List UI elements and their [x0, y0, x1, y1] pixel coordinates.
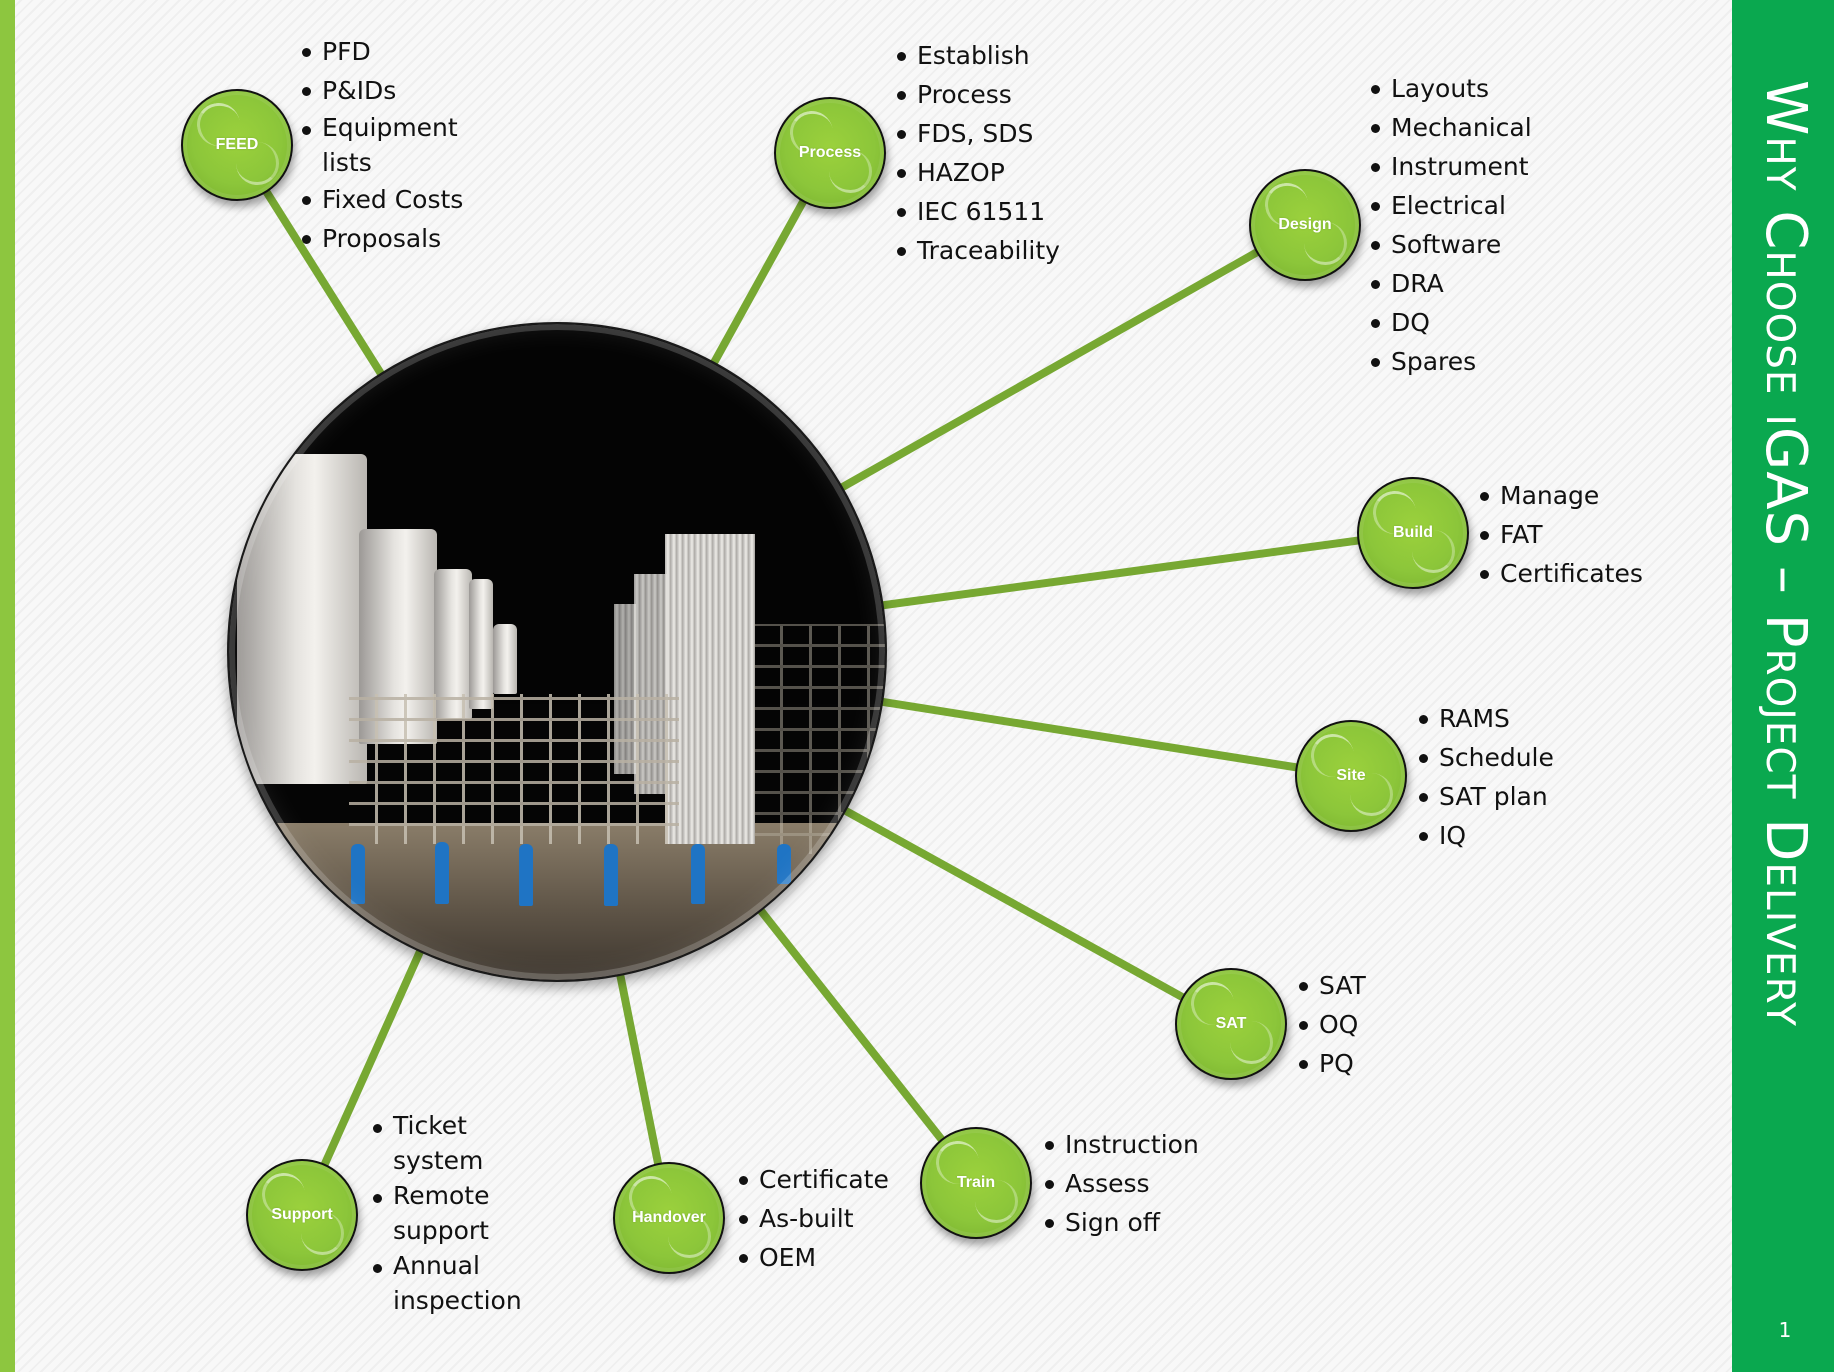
- design-item-list: Layouts Mechanical Instrument Electrical…: [1369, 69, 1629, 381]
- list-item: Annual inspection: [371, 1248, 531, 1318]
- left-accent-bar: [0, 0, 15, 1372]
- build-item-list: Manage FAT Certificates: [1478, 476, 1718, 593]
- node-label: Process: [798, 144, 862, 161]
- photo-storage-tank: [237, 454, 367, 784]
- photo-vaporizer: [665, 534, 755, 844]
- slide-title: Why Choose iGAS – Project Delivery: [1740, 80, 1830, 1140]
- connector-design: [834, 247, 1262, 494]
- list-item: P&IDs: [300, 71, 500, 110]
- list-item: Fixed Costs: [300, 180, 500, 219]
- slide-title-text: Why Choose iGAS – Project Delivery: [1753, 80, 1818, 1027]
- list-item: Assess: [1043, 1164, 1263, 1203]
- photo-pipework: [349, 694, 679, 844]
- node-support[interactable]: Support: [246, 1159, 358, 1271]
- list-item: As-built: [737, 1199, 957, 1238]
- node-handover[interactable]: Handover: [613, 1162, 725, 1274]
- list-item: Sign off: [1043, 1203, 1263, 1242]
- list-item: Equipment lists: [300, 110, 500, 180]
- photo-gas-cylinder: [351, 844, 365, 904]
- list-item: FAT: [1478, 515, 1718, 554]
- node-label: Build: [1393, 524, 1433, 541]
- photo-storage-tank: [493, 624, 517, 694]
- node-feed[interactable]: FEED: [181, 89, 293, 201]
- list-item: Establish: [895, 36, 1155, 75]
- node-label: SAT: [1215, 1015, 1247, 1032]
- node-train[interactable]: Train: [920, 1127, 1032, 1239]
- list-item: Instruction: [1043, 1125, 1263, 1164]
- node-label: Support: [271, 1206, 333, 1223]
- list-item: Instrument: [1369, 147, 1629, 186]
- list-item: Certificate: [737, 1160, 957, 1199]
- list-item: Ticket system: [371, 1108, 531, 1178]
- list-item: IQ: [1417, 816, 1657, 855]
- support-item-list: Ticket system Remote support Annual insp…: [371, 1108, 531, 1318]
- list-item: Electrical: [1369, 186, 1629, 225]
- connector-sat: [836, 803, 1188, 1003]
- list-item: DRA: [1369, 264, 1629, 303]
- list-item: PFD: [300, 32, 500, 71]
- list-item: Spares: [1369, 342, 1629, 381]
- node-process[interactable]: Process: [774, 97, 886, 209]
- photo-gas-cylinder: [604, 844, 618, 906]
- train-item-list: Instruction Assess Sign off: [1043, 1125, 1263, 1242]
- photo-gas-cylinder: [691, 844, 705, 904]
- node-label: Site: [1336, 767, 1366, 784]
- photo-ground: [229, 822, 885, 980]
- page-number: 1: [1778, 1318, 1792, 1342]
- photo-gas-cylinder: [777, 844, 791, 884]
- list-item: Proposals: [300, 219, 500, 258]
- process-item-list: Establish Process FDS, SDS HAZOP IEC 615…: [895, 36, 1155, 270]
- photo-storage-tank: [469, 579, 493, 709]
- site-item-list: RAMS Schedule SAT plan IQ: [1417, 699, 1657, 855]
- list-item: OQ: [1297, 1005, 1457, 1044]
- list-item: Process: [895, 75, 1155, 114]
- center-plant-photo: [227, 322, 887, 982]
- handover-item-list: Certificate As-built OEM: [737, 1160, 957, 1277]
- list-item: SAT plan: [1417, 777, 1657, 816]
- sat-item-list: SAT OQ PQ: [1297, 966, 1457, 1083]
- node-build[interactable]: Build: [1357, 477, 1469, 589]
- list-item: SAT: [1297, 966, 1457, 1005]
- list-item: HAZOP: [895, 153, 1155, 192]
- node-label: Design: [1278, 216, 1332, 233]
- list-item: Certificates: [1478, 554, 1718, 593]
- connector-support: [319, 944, 427, 1170]
- list-item: Traceability: [895, 231, 1155, 270]
- node-design[interactable]: Design: [1249, 169, 1361, 281]
- node-sat[interactable]: SAT: [1175, 968, 1287, 1080]
- photo-pipework: [754, 624, 885, 854]
- list-item: Schedule: [1417, 738, 1657, 777]
- list-item: Mechanical: [1369, 108, 1629, 147]
- connector-site: [874, 696, 1301, 772]
- title-panel: [1732, 0, 1834, 1372]
- feed-item-list: PFD P&IDs Equipment lists Fixed Costs Pr…: [300, 32, 500, 258]
- list-item: Layouts: [1369, 69, 1629, 108]
- node-label: Train: [956, 1174, 996, 1191]
- list-item: Manage: [1478, 476, 1718, 515]
- list-item: OEM: [737, 1238, 957, 1277]
- node-label: FEED: [215, 136, 259, 153]
- node-label: Handover: [632, 1209, 706, 1226]
- connector-handover: [614, 966, 663, 1168]
- list-item: Software: [1369, 225, 1629, 264]
- node-site[interactable]: Site: [1295, 720, 1407, 832]
- list-item: Remote support: [371, 1178, 531, 1248]
- photo-gas-cylinder: [435, 842, 449, 904]
- photo-glass-glare: [229, 324, 885, 980]
- photo-gas-cylinder: [519, 844, 533, 906]
- list-item: IEC 61511: [895, 192, 1155, 231]
- list-item: PQ: [1297, 1044, 1457, 1083]
- list-item: DQ: [1369, 303, 1629, 342]
- list-item: FDS, SDS: [895, 114, 1155, 153]
- connector-build: [875, 536, 1363, 611]
- list-item: RAMS: [1417, 699, 1657, 738]
